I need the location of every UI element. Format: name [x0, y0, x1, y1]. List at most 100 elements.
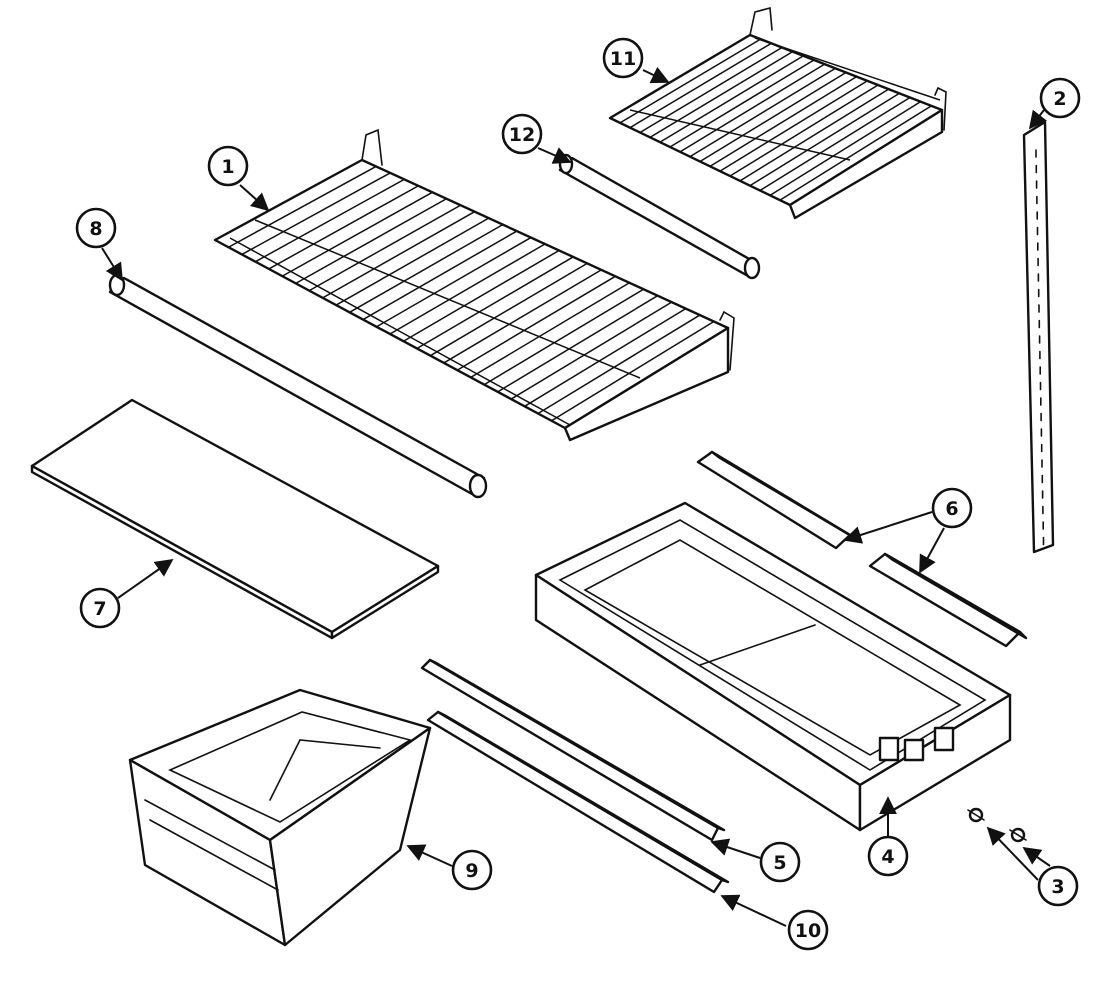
callout-circle [602, 37, 644, 79]
shelf-wire [524, 307, 687, 407]
callout-circle [759, 841, 801, 883]
shelf-wire [619, 38, 762, 124]
screw-lower [967, 807, 985, 823]
callout-2: 2 [1039, 77, 1081, 119]
callout-11: 11 [602, 37, 644, 79]
shelf-wire [470, 282, 630, 379]
shelf-wire [709, 76, 858, 167]
shelf-wire [335, 217, 490, 306]
callout-7: 7 [79, 587, 121, 629]
callout-3-leader-arrow [986, 826, 1039, 881]
shelf-wire [689, 67, 836, 158]
shelf-wire [255, 178, 405, 263]
callout-3-leader-arrow [1022, 846, 1051, 867]
callout-6-leader-arrow [919, 527, 945, 574]
callout-number: 1 [221, 156, 234, 178]
shelf-wire [295, 198, 447, 285]
callout-8-leader-arrow [101, 247, 123, 282]
callout-number: 9 [465, 860, 478, 882]
callout-number: 8 [89, 218, 102, 240]
callout-7-leader-arrow [117, 558, 174, 599]
callout-number: 10 [795, 920, 821, 942]
shelf-wire [281, 191, 433, 277]
shelf-wire [389, 243, 546, 335]
shelf-wire [719, 80, 868, 172]
callout-6: 6 [931, 487, 973, 529]
shelf-wire [649, 51, 794, 138]
callout-1-leader-arrow [239, 184, 270, 212]
shelf-wire [322, 211, 475, 299]
callout-12: 12 [501, 113, 543, 155]
shelf-wire [679, 63, 826, 153]
shelf-wire [349, 223, 504, 313]
callout-number: 5 [773, 852, 786, 874]
crisper-cover-frame [534, 501, 1012, 832]
crisper-drawer [128, 688, 432, 947]
callout-circle [867, 835, 909, 877]
shelf-wire [403, 249, 560, 342]
shelf-wire [483, 288, 644, 386]
callout-number: 7 [93, 598, 106, 620]
callout-10-leader-arrow [720, 894, 787, 927]
shelf-wire [443, 269, 602, 364]
callout-12-leader-arrow [537, 147, 572, 164]
callout-circle [79, 587, 121, 629]
callout-circle [1039, 77, 1081, 119]
callout-number: 6 [945, 498, 958, 520]
shelf-wire [430, 262, 588, 357]
callout-circle [501, 113, 543, 155]
large-wire-shelf [213, 128, 735, 442]
callout-circle [931, 487, 973, 529]
callout-number: 3 [1051, 876, 1064, 898]
callout-6-leader-arrow [843, 511, 933, 544]
shelf-wire [551, 320, 715, 422]
shelf-wire [456, 275, 616, 371]
callout-9-leader-arrow [406, 844, 453, 867]
shelf-wire [376, 236, 532, 328]
shelf-wire [759, 96, 911, 192]
shelf-wire [268, 185, 419, 270]
shelf-wire [416, 256, 574, 350]
cover-support-rail-lower [868, 552, 1028, 648]
shelf-wire [308, 204, 461, 292]
vertical-rail [1022, 120, 1055, 554]
callout-8: 8 [75, 207, 117, 249]
shelf-wire [510, 301, 673, 400]
shelf-wire [537, 314, 701, 415]
shelf-wire [228, 165, 377, 248]
callout-4: 4 [867, 835, 909, 877]
callout-circle [787, 909, 829, 951]
shelf-wire [739, 88, 890, 182]
glass-shelf-panel [30, 398, 440, 640]
callout-11-leader-arrow [642, 66, 670, 84]
shelf-wire [669, 59, 815, 148]
callout-circle [207, 145, 249, 187]
callout-1: 1 [207, 145, 249, 187]
shelf-wire [659, 55, 804, 143]
callout-3: 3 [1037, 865, 1079, 907]
crisper-rail-10 [426, 710, 730, 894]
callout-10: 10 [787, 909, 829, 951]
shelf-wire [629, 42, 772, 129]
screw-upper [1009, 827, 1027, 843]
callout-5: 5 [759, 841, 801, 883]
callout-number: 11 [610, 48, 636, 70]
callout-circle [1037, 865, 1079, 907]
small-wire-shelf [608, 6, 947, 220]
shelf-wire [241, 172, 391, 256]
shelf-wire [769, 101, 922, 196]
shelf-wire [779, 105, 932, 201]
callout-5-leader-arrow [710, 838, 761, 859]
shelf-wire [362, 230, 518, 321]
callout-number: 2 [1053, 88, 1066, 110]
shelf-wire [729, 84, 879, 177]
callout-circle [451, 849, 493, 891]
callout-circle [75, 207, 117, 249]
shelf-wire [749, 92, 900, 187]
shelf-wire [497, 295, 659, 393]
callout-2-leader-arrow [1028, 109, 1048, 130]
callout-9: 9 [451, 849, 493, 891]
crisper-rail-5 [420, 658, 726, 842]
callout-number: 12 [509, 124, 535, 146]
